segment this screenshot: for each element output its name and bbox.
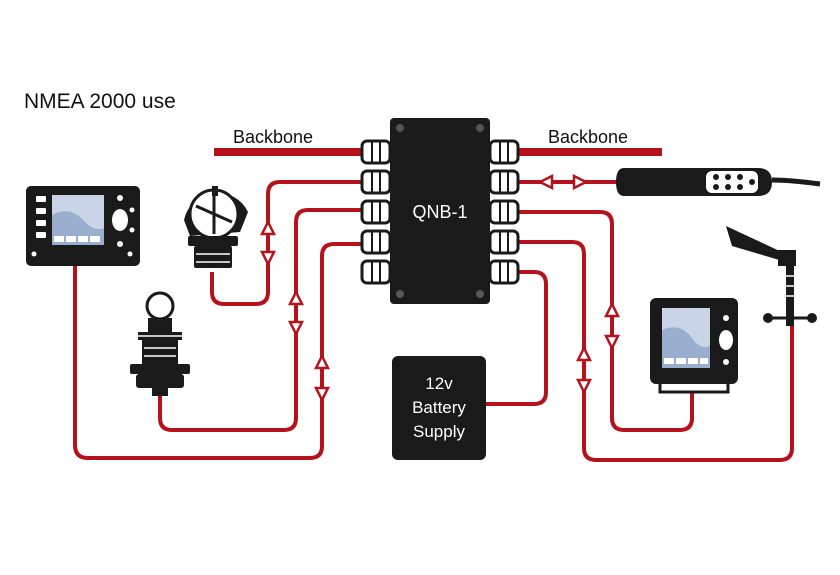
arrow-down-icon [603,334,621,351]
depth-transducer-icon [130,291,190,396]
cable-wind-vane [506,240,794,462]
port-connector [360,169,392,195]
arrow-right-icon [572,173,589,191]
arrow-down-icon [313,386,331,403]
port-connector [360,199,392,225]
cable-battery [486,270,548,406]
cable-chartplotter-right [506,210,694,432]
wind-vane-icon [726,226,817,326]
port-connector [488,259,520,285]
battery-label-line1: 12v [425,374,453,393]
port-connector [488,169,520,195]
chartplotter-right-icon [650,298,738,394]
port-connector [488,229,520,255]
arrow-down-icon [259,250,277,267]
cable-depth-transducer [158,208,366,432]
port-connector [360,259,392,285]
backbone-left-line [214,148,366,156]
cable-compass [210,180,366,306]
cable-arrows [259,173,621,403]
qnb-hub: QNB-1 [390,118,490,304]
hub-ports-left [360,139,392,285]
arrow-up-icon [603,301,621,318]
arrow-down-icon [287,320,305,337]
port-connector [488,139,520,165]
remote-handheld-icon [616,168,821,196]
compass-sensor-icon [184,186,248,268]
hub-ports-right [488,139,520,285]
arrow-left-icon [537,173,554,191]
battery-supply: 12v Battery Supply [392,356,486,460]
arrow-up-icon [287,289,305,306]
port-connector [360,229,392,255]
cable-chartplotter-left [73,242,366,460]
backbone-right-line [506,148,662,156]
arrow-down-icon [575,378,593,395]
arrow-up-icon [313,353,331,370]
hub-label: QNB-1 [412,202,467,222]
battery-label-line3: Supply [413,422,465,441]
port-connector [360,139,392,165]
drop-cables [73,180,794,462]
battery-label-line2: Battery [412,398,466,417]
arrow-up-icon [259,219,277,236]
port-connector [488,199,520,225]
arrow-up-icon [575,345,593,362]
chartplotter-left-icon [26,186,140,266]
backbone-left-label: Backbone [233,127,313,147]
diagram-title: NMEA 2000 use [24,90,176,113]
backbone-right-label: Backbone [548,127,628,147]
